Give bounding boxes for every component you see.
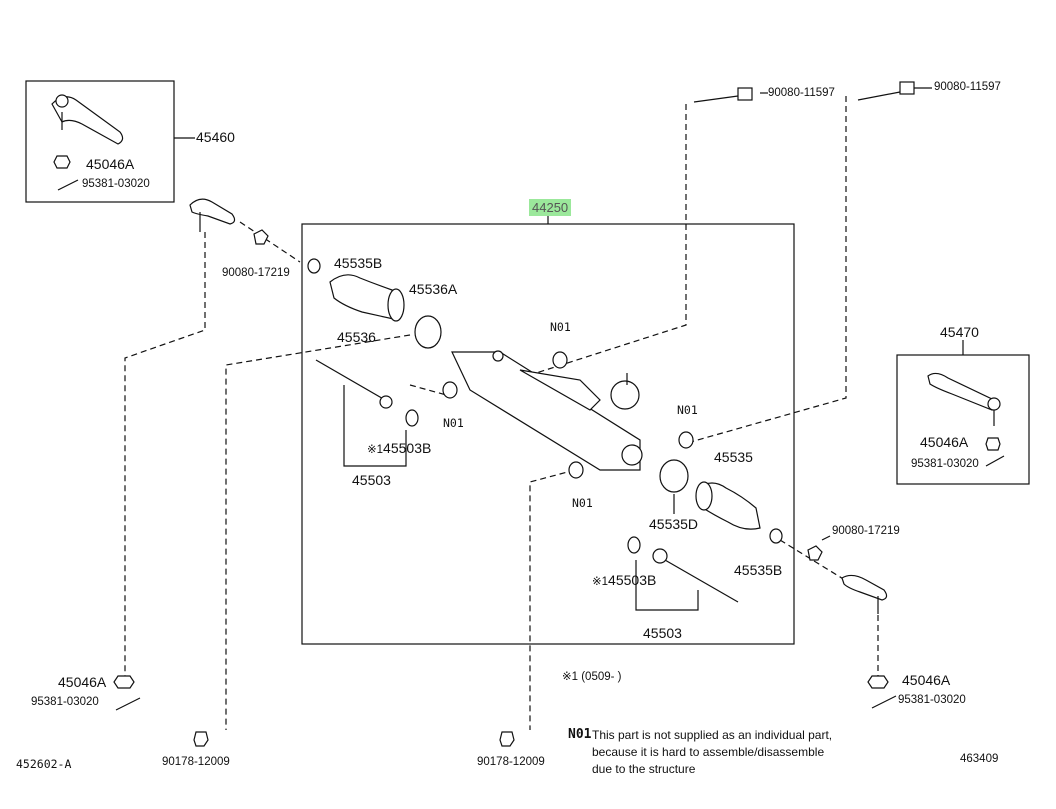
- rh-tie-rod-end-icon: [927, 372, 1001, 426]
- part-label-n01[interactable]: N01: [550, 320, 571, 334]
- bolt-icon: [193, 731, 209, 747]
- diagram-code: 452602-A: [16, 757, 72, 771]
- x1-footnote: ※1 (0509- ): [562, 671, 622, 683]
- tie-rod-end-lh-icon: [189, 198, 236, 232]
- bolt-icon: [693, 87, 753, 103]
- nut-icon: [867, 675, 889, 689]
- part-label-n01[interactable]: N01: [443, 416, 464, 430]
- no1-footnote-line: because it is hard to assemble/disassemb…: [592, 745, 825, 759]
- part-label-95381-03020[interactable]: 95381-03020: [898, 694, 966, 706]
- part-label-90178-12009[interactable]: 90178-12009: [477, 756, 545, 768]
- part-label-90080-11597[interactable]: 90080-11597: [768, 87, 835, 99]
- part-label-45535b[interactable]: 45535B: [734, 562, 783, 578]
- no1-footnote-line: due to the structure: [592, 762, 696, 776]
- nut-icon: [985, 437, 1001, 451]
- boot-rh-icon: [695, 481, 761, 530]
- part-label-90178-12009[interactable]: 90178-12009: [162, 756, 230, 768]
- part-label-45536a[interactable]: 45536A: [409, 281, 458, 297]
- part-label-45046a[interactable]: 45046A: [902, 672, 951, 688]
- part-label-90080-11597[interactable]: 90080-11597: [934, 81, 1001, 93]
- part-label-45535[interactable]: 45535: [714, 449, 753, 465]
- no1-footnote-text: This part is not supplied as an individu…: [592, 727, 832, 778]
- cotter-pin-icon: [985, 455, 1005, 467]
- inner-rod-rh-icon: [652, 548, 739, 603]
- clamp-d-icon: [659, 459, 689, 493]
- tie-rod-nut-icon: [807, 545, 823, 561]
- cotter-pin-icon: [115, 697, 141, 711]
- clamp-a-icon: [414, 315, 442, 349]
- tie-rod-end-rh-icon: [841, 574, 888, 614]
- boot-lh-icon: [329, 274, 405, 322]
- part-label-45536[interactable]: 45536: [337, 329, 376, 345]
- part-label-90080-17219[interactable]: 90080-17219: [832, 525, 900, 537]
- bolt-icon: [499, 731, 515, 747]
- part-label-n01[interactable]: N01: [677, 403, 698, 417]
- part-label-95381-03020[interactable]: 95381-03020: [82, 178, 150, 190]
- inner-rod-lh-icon: [315, 359, 393, 409]
- part-label-45503b[interactable]: ※145503B: [592, 572, 657, 588]
- part-label-45046a[interactable]: 45046A: [86, 156, 135, 172]
- washer-icon: [405, 409, 419, 427]
- part-label-45470[interactable]: 45470: [940, 324, 979, 340]
- part-label-45503[interactable]: 45503: [352, 472, 391, 488]
- part-label-95381-03020[interactable]: 95381-03020: [31, 696, 99, 708]
- part-label-45503[interactable]: 45503: [643, 625, 682, 641]
- cotter-pin-icon: [871, 695, 897, 709]
- no1-footnote-label: N01: [568, 727, 592, 742]
- washer-icon: [627, 536, 641, 554]
- bushing-icon: [678, 431, 694, 449]
- bushing-icon: [568, 461, 584, 479]
- part-label-45503b[interactable]: ※145503B: [367, 440, 432, 456]
- part-label-95381-03020[interactable]: 95381-03020: [911, 458, 979, 470]
- nut-icon: [113, 675, 135, 689]
- bolt-icon: [857, 81, 915, 101]
- bushing-icon: [442, 381, 458, 399]
- part-label-45535d[interactable]: 45535D: [649, 516, 699, 532]
- part-label-45535b[interactable]: 45535B: [334, 255, 383, 271]
- bushing-icon: [552, 351, 568, 369]
- part-label-90080-17219[interactable]: 90080-17219: [222, 267, 290, 279]
- no1-footnote-line: This part is not supplied as an individu…: [592, 728, 833, 742]
- clamp-icon: [769, 528, 783, 544]
- part-label-45046a[interactable]: 45046A: [920, 434, 969, 450]
- part-label-n01[interactable]: N01: [572, 496, 593, 510]
- lh-tie-rod-end-box: [25, 80, 175, 203]
- lh-tie-rod-end-icon: [51, 94, 124, 145]
- cotter-pin-icon: [57, 179, 79, 191]
- steering-rack-icon: [451, 350, 643, 471]
- part-label-45046a[interactable]: 45046A: [58, 674, 107, 690]
- part-label-44250[interactable]: 44250: [529, 199, 572, 216]
- nut-icon: [53, 155, 71, 169]
- part-label-45460[interactable]: 45460: [196, 129, 235, 145]
- clamp-icon: [307, 258, 321, 274]
- diagram-id: 463409: [960, 753, 999, 765]
- tie-rod-nut-icon: [253, 229, 269, 245]
